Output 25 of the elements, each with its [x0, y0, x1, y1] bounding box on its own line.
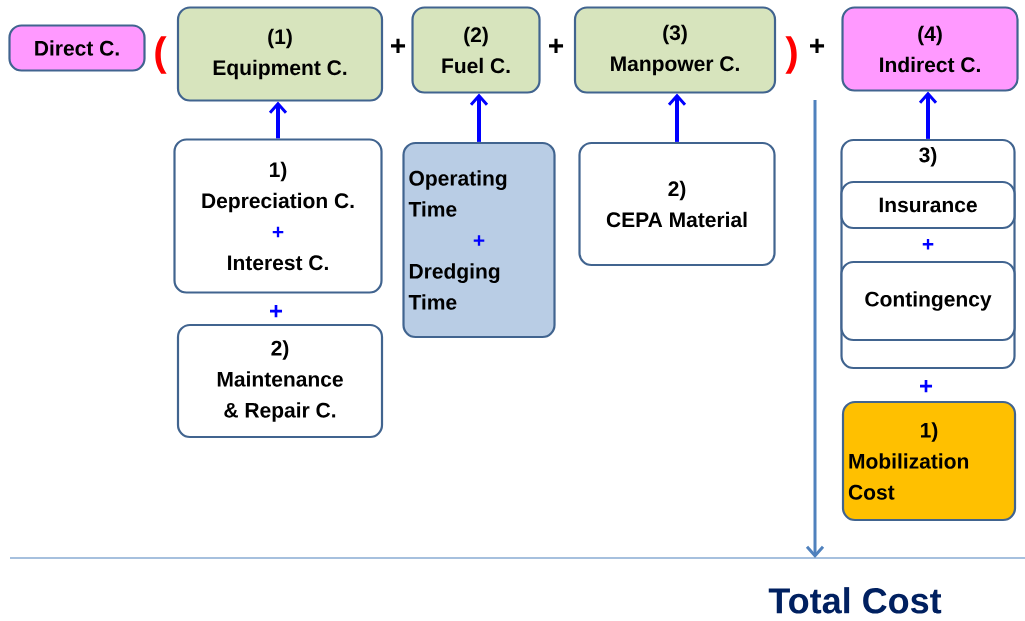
- cost-box: (3) Manpower C.: [573, 6, 777, 94]
- cost-box: 1) Depreciation C. + Interest C.: [173, 138, 383, 294]
- cost-box: Insurance: [840, 180, 1016, 230]
- parenthesis: (: [155, 36, 167, 74]
- cost-box: Operating Time + Dredging Time: [402, 141, 556, 339]
- plus-sign: +: [810, 38, 825, 53]
- cost-box: Direct C.: [8, 24, 146, 72]
- cost-box: 1) Mobilization Cost: [841, 400, 1017, 522]
- plus-sign: +: [549, 38, 564, 53]
- cost-box: Contingency: [840, 260, 1016, 342]
- cost-box: (2) Fuel C.: [411, 6, 541, 94]
- plus-sign: +: [920, 379, 933, 393]
- arrow: [805, 100, 825, 558]
- arrow: [918, 91, 938, 139]
- total-label: Total Cost: [768, 587, 942, 614]
- arrow: [268, 101, 288, 139]
- cost-box: (4) Indirect C.: [841, 6, 1019, 92]
- parenthesis: ): [785, 36, 797, 74]
- plus-sign: +: [270, 304, 283, 318]
- arrow: [469, 93, 489, 142]
- cost-box: (1) Equipment C.: [176, 6, 384, 102]
- cost-box: 2) Maintenance & Repair C.: [176, 323, 384, 439]
- cost-box: 2) CEPA Material: [578, 141, 776, 267]
- arrow: [667, 93, 687, 142]
- plus-sign: +: [391, 38, 406, 53]
